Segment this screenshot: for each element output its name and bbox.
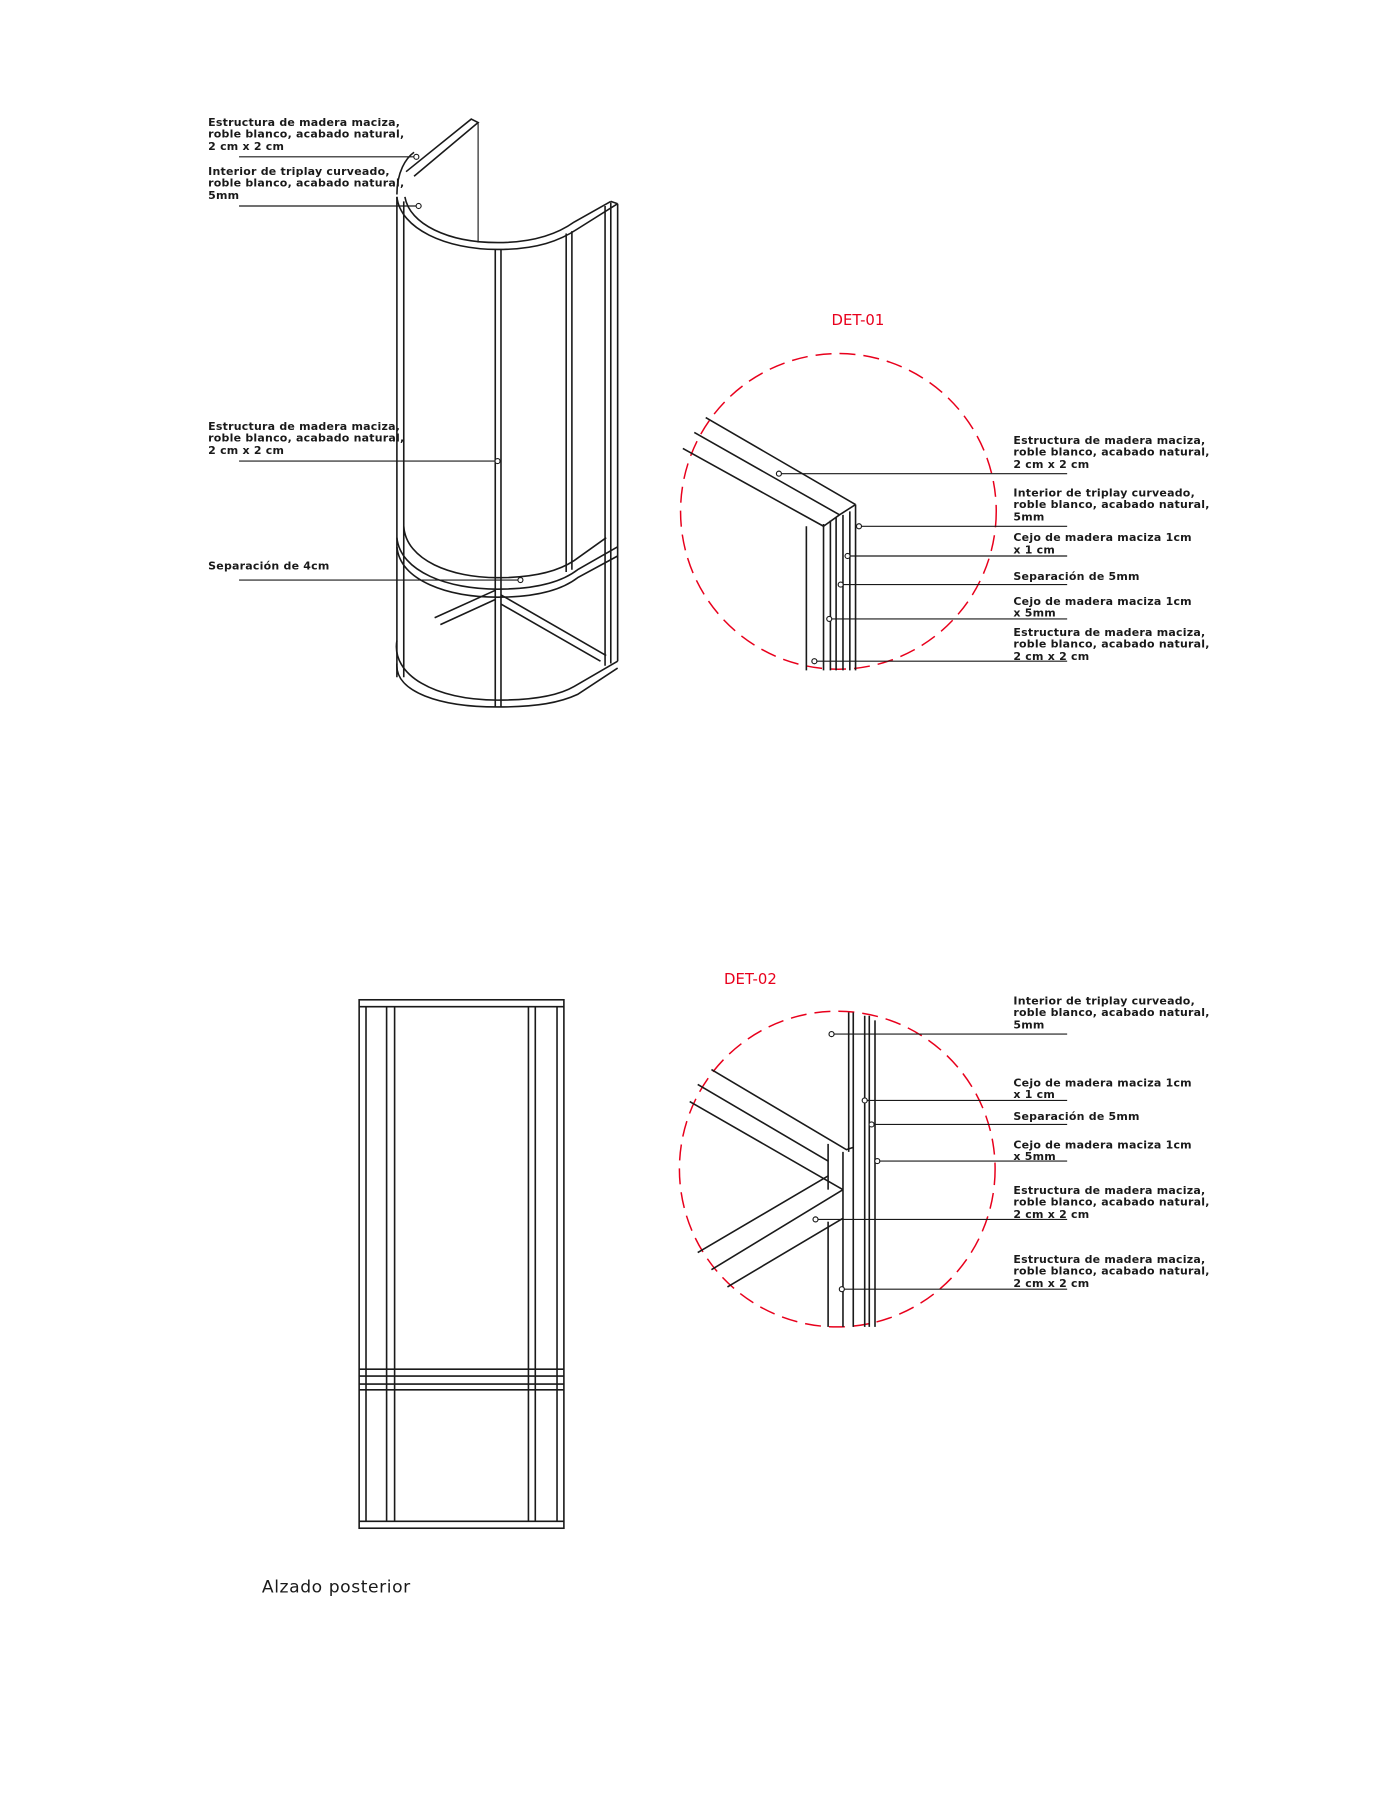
label-line: roble blanco, acabado natural, [208, 432, 404, 445]
detail-circle [679, 352, 997, 670]
label-line: 2 cm x 2 cm [1013, 650, 1089, 663]
label-line: 2 cm x 2 cm [208, 140, 284, 153]
label-line: 2 cm x 2 cm [1013, 1208, 1089, 1221]
label-line: 5mm [1013, 511, 1044, 524]
label-line: Estructura de madera maciza, [1013, 1253, 1205, 1266]
label-line: Estructura de madera maciza, [208, 116, 400, 129]
label-line: roble blanco, acabado natural, [1013, 1264, 1209, 1277]
label-line: roble blanco, acabado natural, [1013, 1006, 1209, 1019]
label-line: Cejo de madera maciza 1cm [1013, 531, 1191, 544]
label-line: x 5mm [1013, 1150, 1056, 1163]
label-line: Separación de 5mm [1013, 570, 1139, 583]
label-line: Cejo de madera maciza 1cm [1013, 1077, 1191, 1090]
label-line: Estructura de madera maciza, [208, 420, 400, 433]
iso-label-separation: Separación de 4cm [208, 560, 329, 573]
label-line: Cejo de madera maciza 1cm [1013, 595, 1191, 608]
label-line: Cejo de madera maciza 1cm [1013, 1138, 1191, 1151]
det02-title: DET-02 [724, 970, 777, 988]
iso-label-structure-mid: Estructura de madera maciza, roble blanc… [208, 420, 404, 457]
label-line: Estructura de madera maciza, [1013, 626, 1205, 639]
rear-elevation: Alzado posterior [262, 998, 565, 1597]
iso-label-structure-top: Estructura de madera maciza, roble blanc… [208, 116, 404, 153]
label-line: Estructura de madera maciza, [1013, 1184, 1205, 1197]
label-line: Interior de triplay curveado, [1013, 994, 1195, 1007]
det01-labels: Estructura de madera maciza, roble blanc… [1013, 434, 1209, 663]
label-line: roble blanco, acabado natural, [1013, 498, 1209, 511]
label-line: roble blanco, acabado natural, [208, 127, 404, 140]
det02-labels: Interior de triplay curveado, roble blan… [1013, 994, 1209, 1290]
label-line: Interior de triplay curveado, [208, 165, 390, 178]
elevation-caption: Alzado posterior [262, 1577, 411, 1597]
label-line: roble blanco, acabado natural, [1013, 638, 1209, 651]
label-line: roble blanco, acabado natural, [1013, 445, 1209, 458]
label-line: x 1 cm [1013, 1088, 1055, 1101]
isometric-view: Estructura de madera maciza, roble blanc… [208, 116, 619, 708]
label-line: 2 cm x 2 cm [1013, 458, 1089, 471]
label-line: Interior de triplay curveado, [1013, 487, 1195, 500]
label-line: 2 cm x 2 cm [1013, 1277, 1089, 1290]
label-line: x 1 cm [1013, 544, 1055, 557]
label-line: Separación de 5mm [1013, 1110, 1139, 1123]
label-line: Estructura de madera maciza, [1013, 434, 1205, 447]
detail-circle [678, 1010, 996, 1328]
detail-02: DET-02 Interior de triplay curveado, rob… [678, 970, 1209, 1328]
label-line: x 5mm [1013, 607, 1056, 620]
iso-label-plywood: Interior de triplay curveado, roble blan… [208, 165, 404, 202]
label-line: roble blanco, acabado natural, [208, 177, 404, 190]
label-line: 5mm [208, 189, 239, 202]
label-line: 5mm [1013, 1018, 1044, 1031]
det01-title: DET-01 [832, 311, 885, 329]
label-line: roble blanco, acabado natural, [1013, 1196, 1209, 1209]
label-line: Separación de 4cm [208, 560, 329, 573]
label-line: 2 cm x 2 cm [208, 444, 284, 457]
detail-01: DET-01 Estructura de madera maciza, robl… [679, 311, 1209, 671]
